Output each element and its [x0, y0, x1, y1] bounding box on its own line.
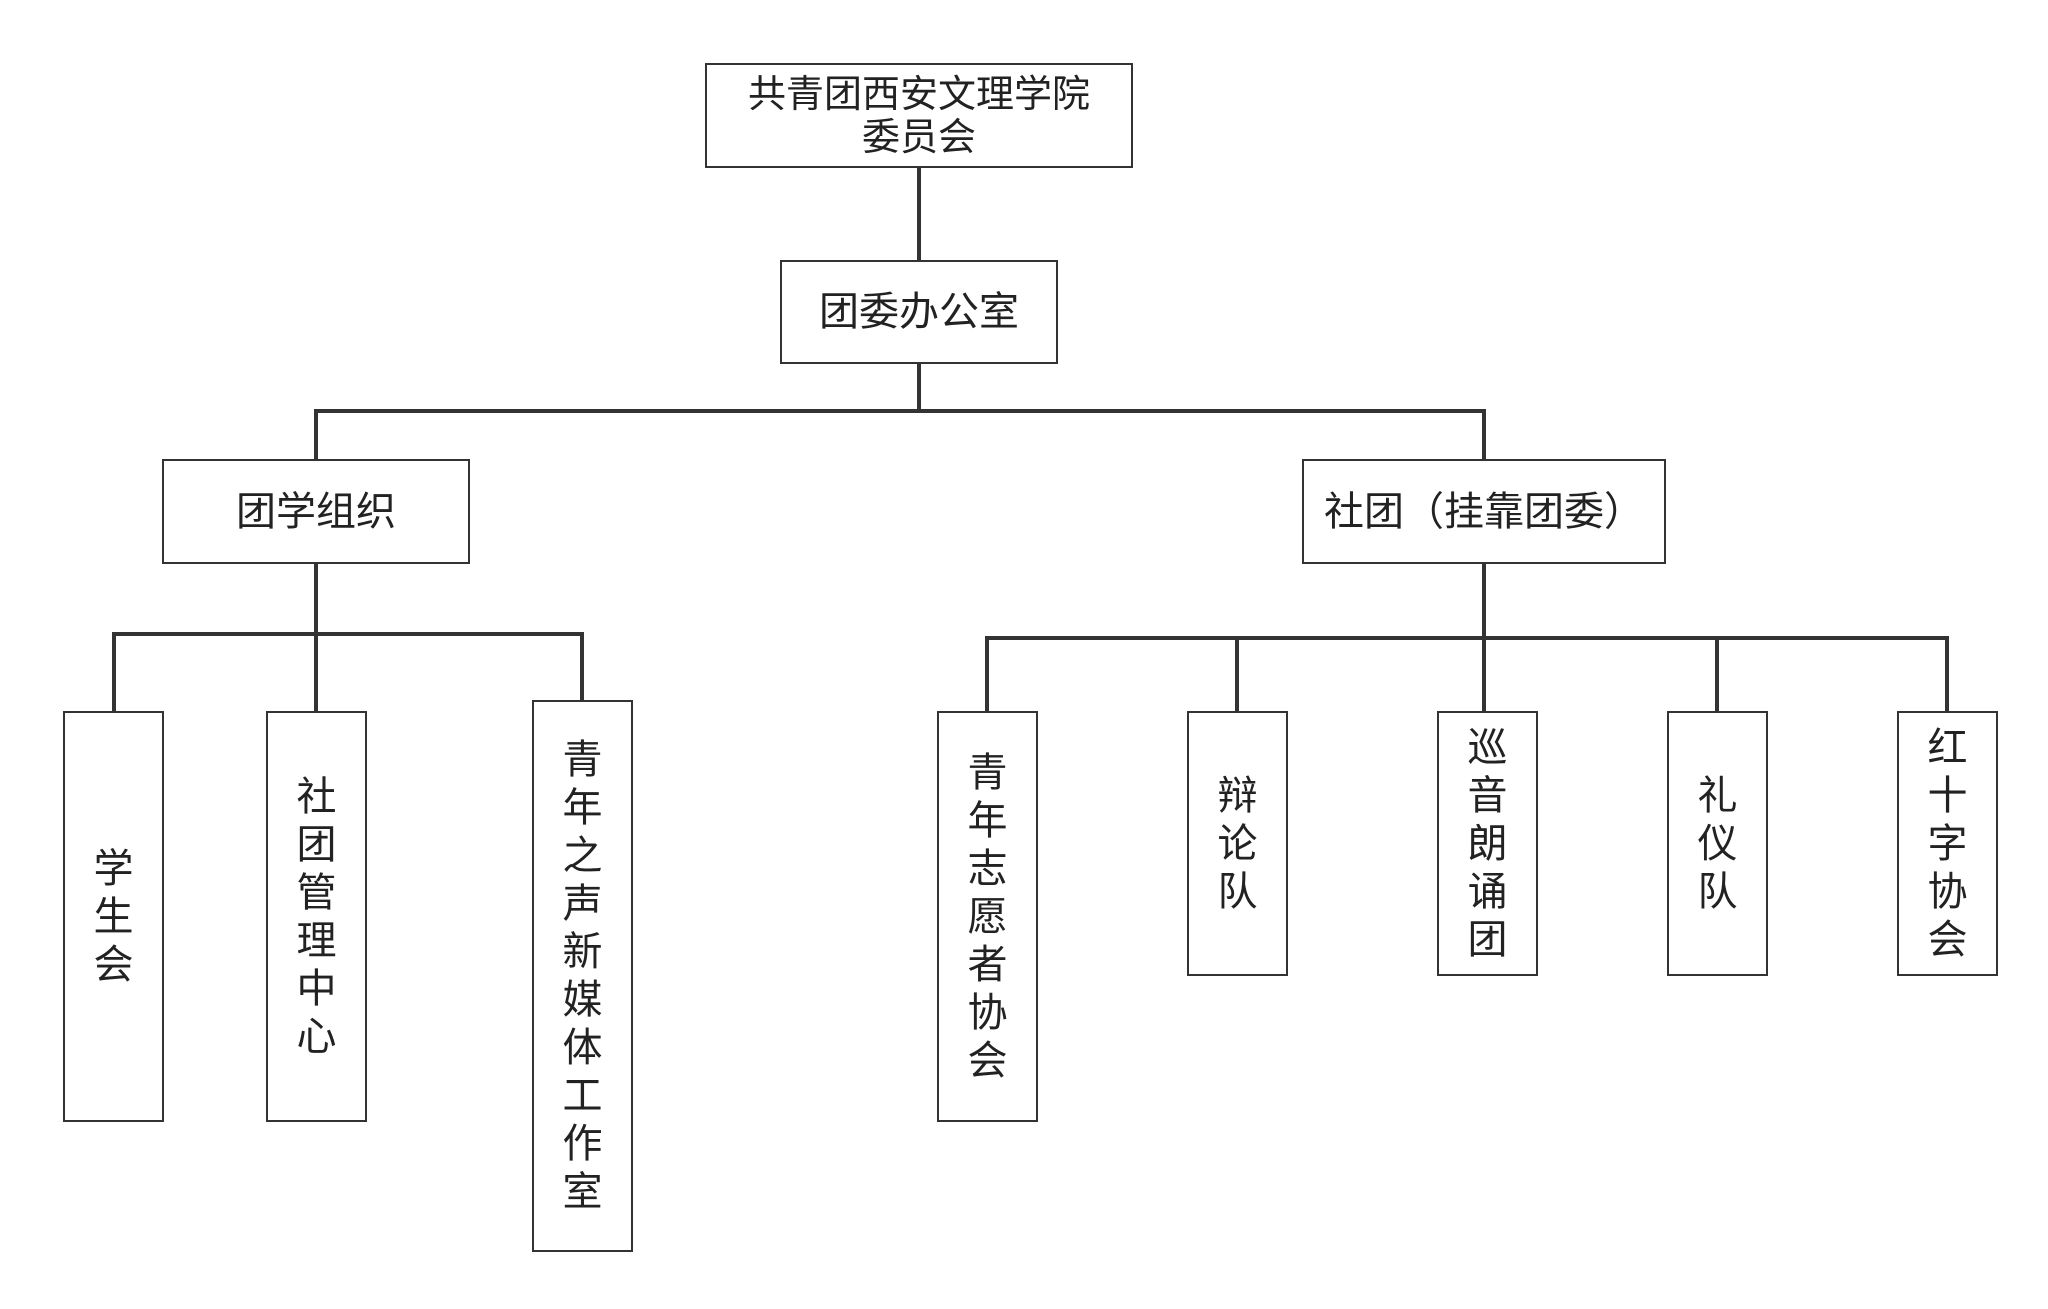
root-node-label-line2: 委员会: [861, 114, 976, 159]
branch-node-tuanxue: 团学组织: [162, 459, 470, 564]
office-node-label: 团委办公室: [819, 289, 1019, 335]
leaf-node-label: 青年之声新媒体工作室: [562, 737, 603, 1215]
leaf-node-redcross: 红十字协会: [1897, 711, 1998, 976]
branch-node-shetuan: 社团（挂靠团委）: [1302, 459, 1666, 564]
leaf-node-label: 社团管理中心: [296, 773, 337, 1060]
leaf-node-label: 巡音朗诵团: [1467, 724, 1508, 963]
leaf-node-debate: 辩论队: [1187, 711, 1288, 976]
leaf-node-volunteer: 青年志愿者协会: [937, 711, 1038, 1122]
root-node-label-line1: 共青团西安文理学院: [747, 71, 1090, 116]
leaf-node-label: 青年志愿者协会: [967, 749, 1008, 1084]
leaf-node-xueshenghui: 学生会: [63, 711, 164, 1122]
leaf-node-qingnian-media: 青年之声新媒体工作室: [532, 700, 633, 1252]
office-node: 团委办公室: [780, 260, 1058, 364]
leaf-node-recite: 巡音朗诵团: [1437, 711, 1538, 976]
leaf-node-label: 礼仪队: [1697, 772, 1738, 915]
branch-node-shetuan-label: 社团（挂靠团委）: [1324, 488, 1644, 535]
leaf-node-label: 辩论队: [1217, 772, 1258, 915]
leaf-node-shetuan-center: 社团管理中心: [266, 711, 367, 1122]
root-node-committee: 共青团西安文理学院 委员会: [705, 63, 1133, 168]
leaf-node-label: 学生会: [93, 845, 134, 988]
leaf-node-label: 红十字协会: [1927, 724, 1968, 963]
root-node-text: 共青团西安文理学院 委员会: [748, 73, 1090, 158]
leaf-node-etiquette: 礼仪队: [1667, 711, 1768, 976]
branch-node-tuanxue-label: 团学组织: [236, 488, 396, 535]
